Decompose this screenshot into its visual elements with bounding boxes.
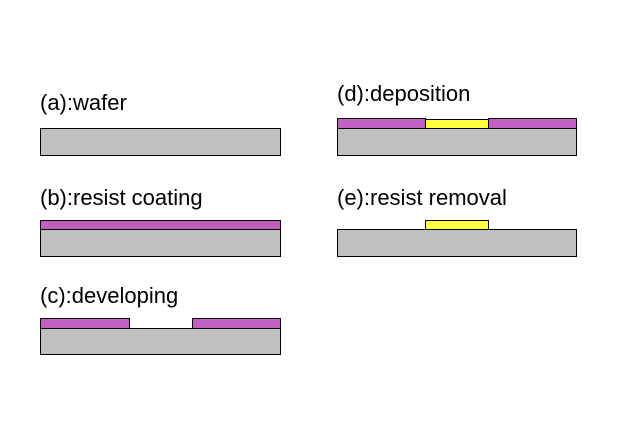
step-c-label: (c):developing [40,283,179,308]
step-b-label: (b):resist coating [40,185,203,210]
step-e-label: (e):resist removal [337,185,507,210]
step-a-wafer [40,128,281,156]
step-d-resist-right [488,118,577,129]
step-d-label: (d):deposition [337,81,471,106]
step-c-resist-right [192,318,281,329]
step-d-resist-left [337,118,426,129]
step-e-wafer [337,229,577,257]
step-d-wafer [337,128,577,156]
step-c-resist-left [40,318,130,329]
step-d-metal-layer [425,119,489,129]
step-a-label: (a):wafer [40,90,127,115]
step-c-wafer [40,328,281,355]
step-b-wafer [40,229,281,257]
step-e-metal-layer [425,220,489,230]
step-b-resist-layer [40,220,281,230]
